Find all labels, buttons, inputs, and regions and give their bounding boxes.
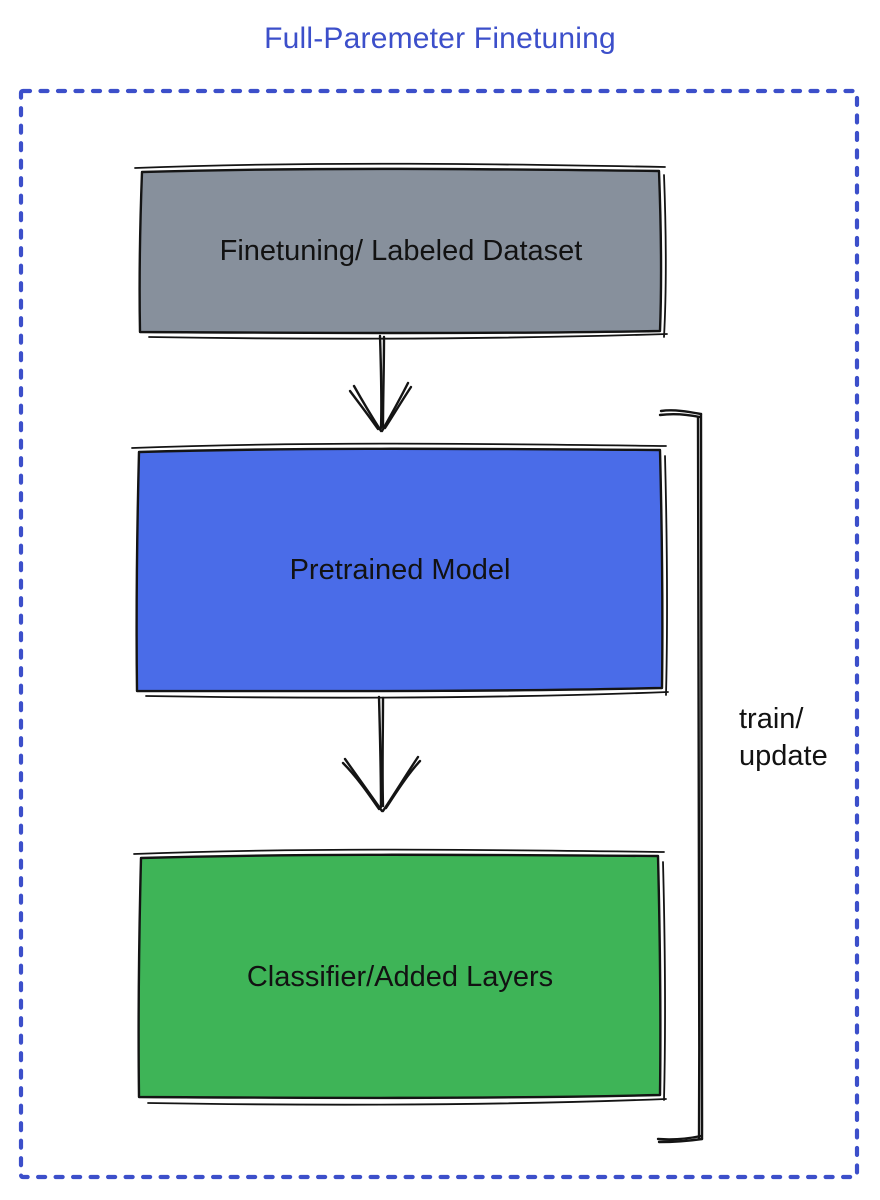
pretrained-box-shape [131,442,669,699]
pretrained-box-sketch-right [664,455,668,696]
dotted-boundary [18,88,860,1180]
train-update-label-line1: train/ [739,703,804,735]
dataset-box-shape [134,162,668,340]
classifier-box-sketch-top [133,848,665,855]
classifier-box-sketch-right [662,861,666,1101]
pretrained-box-sketch-bottom [145,691,669,699]
arrow-pretrained-to-classifier [341,695,422,813]
dataset-box-sketch-top [134,162,666,169]
arrow-dataset-to-pretrained [348,334,413,433]
train-update-label-line2: update [739,740,828,772]
train-update-label: train/ update [739,701,828,775]
classifier-box-shape [133,848,667,1106]
dataset-box-sketch-bottom [148,333,668,340]
diagram-title: Full-Paremeter Finetuning [264,22,616,55]
classifier-box-sketch-bottom [147,1098,667,1106]
pretrained-box-sketch-top [131,442,667,449]
dataset-box-sketch-right [663,174,667,338]
train-update-bracket [656,409,704,1144]
